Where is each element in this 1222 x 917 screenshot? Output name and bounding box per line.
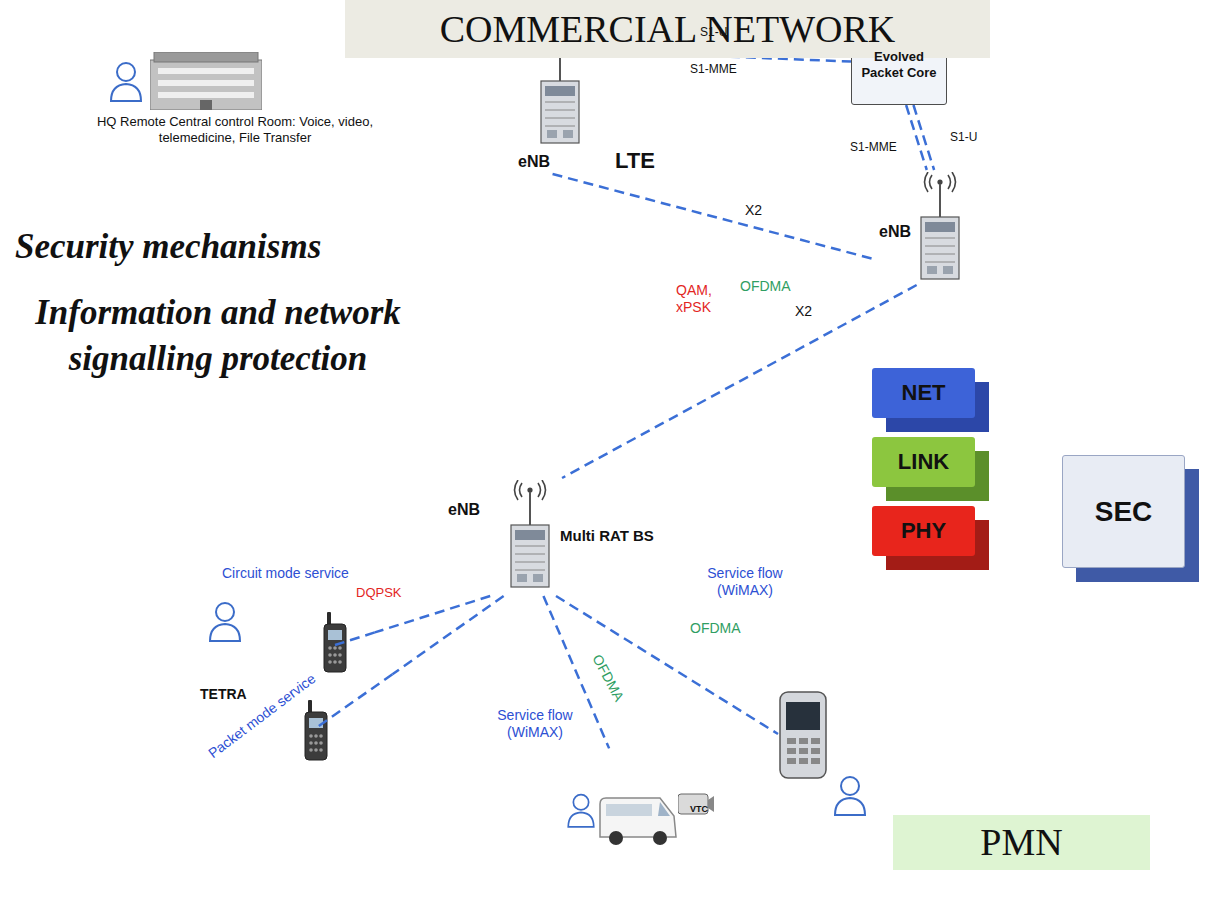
box-label: PHY xyxy=(901,518,946,544)
circle-shape xyxy=(562,742,718,898)
text-slot: Security mechanisms xyxy=(15,226,321,268)
base-station: eNB xyxy=(875,170,967,285)
side-heading: Security mechanisms xyxy=(15,226,321,268)
phone-icon xyxy=(780,692,826,778)
text-slot: COMMERCIAL NETWORK xyxy=(345,0,990,58)
interface-label: X2 xyxy=(745,202,762,219)
text-slot: OFDMA xyxy=(589,652,628,705)
access-label: OFDMA xyxy=(690,620,741,637)
van-icon xyxy=(600,798,676,845)
text-slot: VTC xyxy=(690,804,708,815)
text-slot: LTE xyxy=(615,148,655,174)
text-slot: Circuit mode service xyxy=(222,565,349,582)
site-caption: HQ Remote Central control Room: Voice, v… xyxy=(90,114,380,145)
coverage-area xyxy=(195,574,1095,706)
security-box: SEC xyxy=(1062,455,1185,568)
radio-link-line xyxy=(556,596,778,734)
text-slot: S1-MME xyxy=(850,140,897,154)
layer-box: LINK xyxy=(872,437,975,487)
text-slot: TETRA xyxy=(200,686,247,703)
interface-label: S1-U xyxy=(700,25,727,39)
box-label: SEC xyxy=(1095,495,1153,529)
link-line xyxy=(392,596,503,674)
box-label: Evolved Packet Core xyxy=(858,49,940,80)
interface-label: S1-MME xyxy=(690,62,737,76)
text-slot: Packet mode service xyxy=(205,670,319,762)
text-slot: QAM, xPSK xyxy=(676,282,722,316)
link-line xyxy=(562,285,917,478)
link-line xyxy=(906,105,927,170)
text-slot: X2 xyxy=(795,303,812,320)
service-label: Service flow (WiMAX) xyxy=(490,707,580,741)
layer-box: NET xyxy=(872,368,975,418)
region-shape xyxy=(43,415,1187,915)
access-label: OFDMA xyxy=(740,278,791,295)
link-line xyxy=(375,596,490,632)
service-label: Circuit mode service xyxy=(222,565,349,582)
base-station-icon xyxy=(511,480,549,587)
group-label: TETRA xyxy=(200,686,247,703)
station-label: eNB xyxy=(448,500,480,519)
camera-icon xyxy=(678,794,714,814)
base-station: eNB Multi RAT BS xyxy=(440,478,670,596)
link-extension xyxy=(335,632,375,645)
station-label: eNB xyxy=(879,222,911,241)
person-icon xyxy=(210,603,240,641)
radio-icon xyxy=(305,700,327,760)
cell-hexagon xyxy=(590,255,1110,330)
person-icon xyxy=(111,63,141,101)
side-heading: Information and network signalling prote… xyxy=(33,290,403,382)
base-station-icon xyxy=(921,172,959,279)
modulation-label: QAM, xPSK xyxy=(676,282,722,316)
text-slot: OFDMA xyxy=(690,620,741,637)
layer-box: PHY xyxy=(872,506,975,556)
circle-shape xyxy=(190,590,394,794)
cell-label: LTE xyxy=(615,148,655,174)
service-label: Service flow (WiMAX) xyxy=(695,565,795,599)
text-slot: Service flow (WiMAX) xyxy=(695,565,795,599)
group-circle: VTC xyxy=(560,740,720,900)
text-slot: S1-MME xyxy=(690,62,737,76)
region-title: PMN xyxy=(893,815,1150,870)
person-icon xyxy=(568,795,594,827)
box-label: NET xyxy=(902,380,946,406)
text-slot: Multi RAT BS xyxy=(560,527,654,545)
text-slot: Service flow (WiMAX) xyxy=(490,707,580,741)
link-extension xyxy=(316,674,392,728)
modulation-label: DQPSK xyxy=(356,585,402,601)
text-slot: X2 xyxy=(745,202,762,219)
network-region: PMN eNB Multi RAT BS TETRA VTC xyxy=(43,415,1187,915)
text-slot: S1-U xyxy=(700,25,727,39)
box-label: LINK xyxy=(898,449,949,475)
region-title: COMMERCIAL NETWORK xyxy=(345,0,990,58)
access-label: OFDMA xyxy=(589,652,628,705)
text-slot: eNB xyxy=(518,152,550,171)
station-label: Multi RAT BS xyxy=(560,527,654,545)
interface-label: X2 xyxy=(795,303,812,320)
person-icon xyxy=(835,777,865,815)
service-label: Packet mode service xyxy=(205,670,319,762)
text-slot: Information and network signalling prote… xyxy=(33,290,403,382)
text-slot: OFDMA xyxy=(740,278,791,295)
text-slot: eNB xyxy=(879,222,911,241)
text-slot: PMN xyxy=(893,815,1150,870)
text-slot: DQPSK xyxy=(356,585,402,601)
station-label: eNB xyxy=(518,152,550,171)
text-slot: eNB xyxy=(448,500,480,519)
text-slot: S1-U xyxy=(950,130,977,144)
building-icon xyxy=(150,52,262,110)
text-slot: HQ Remote Central control Room: Voice, v… xyxy=(90,114,380,145)
interface-label: S1-U xyxy=(950,130,977,144)
device-label: VTC xyxy=(690,804,708,815)
interface-label: S1-MME xyxy=(850,140,897,154)
circle-outline xyxy=(560,740,720,900)
link-line xyxy=(553,174,875,259)
